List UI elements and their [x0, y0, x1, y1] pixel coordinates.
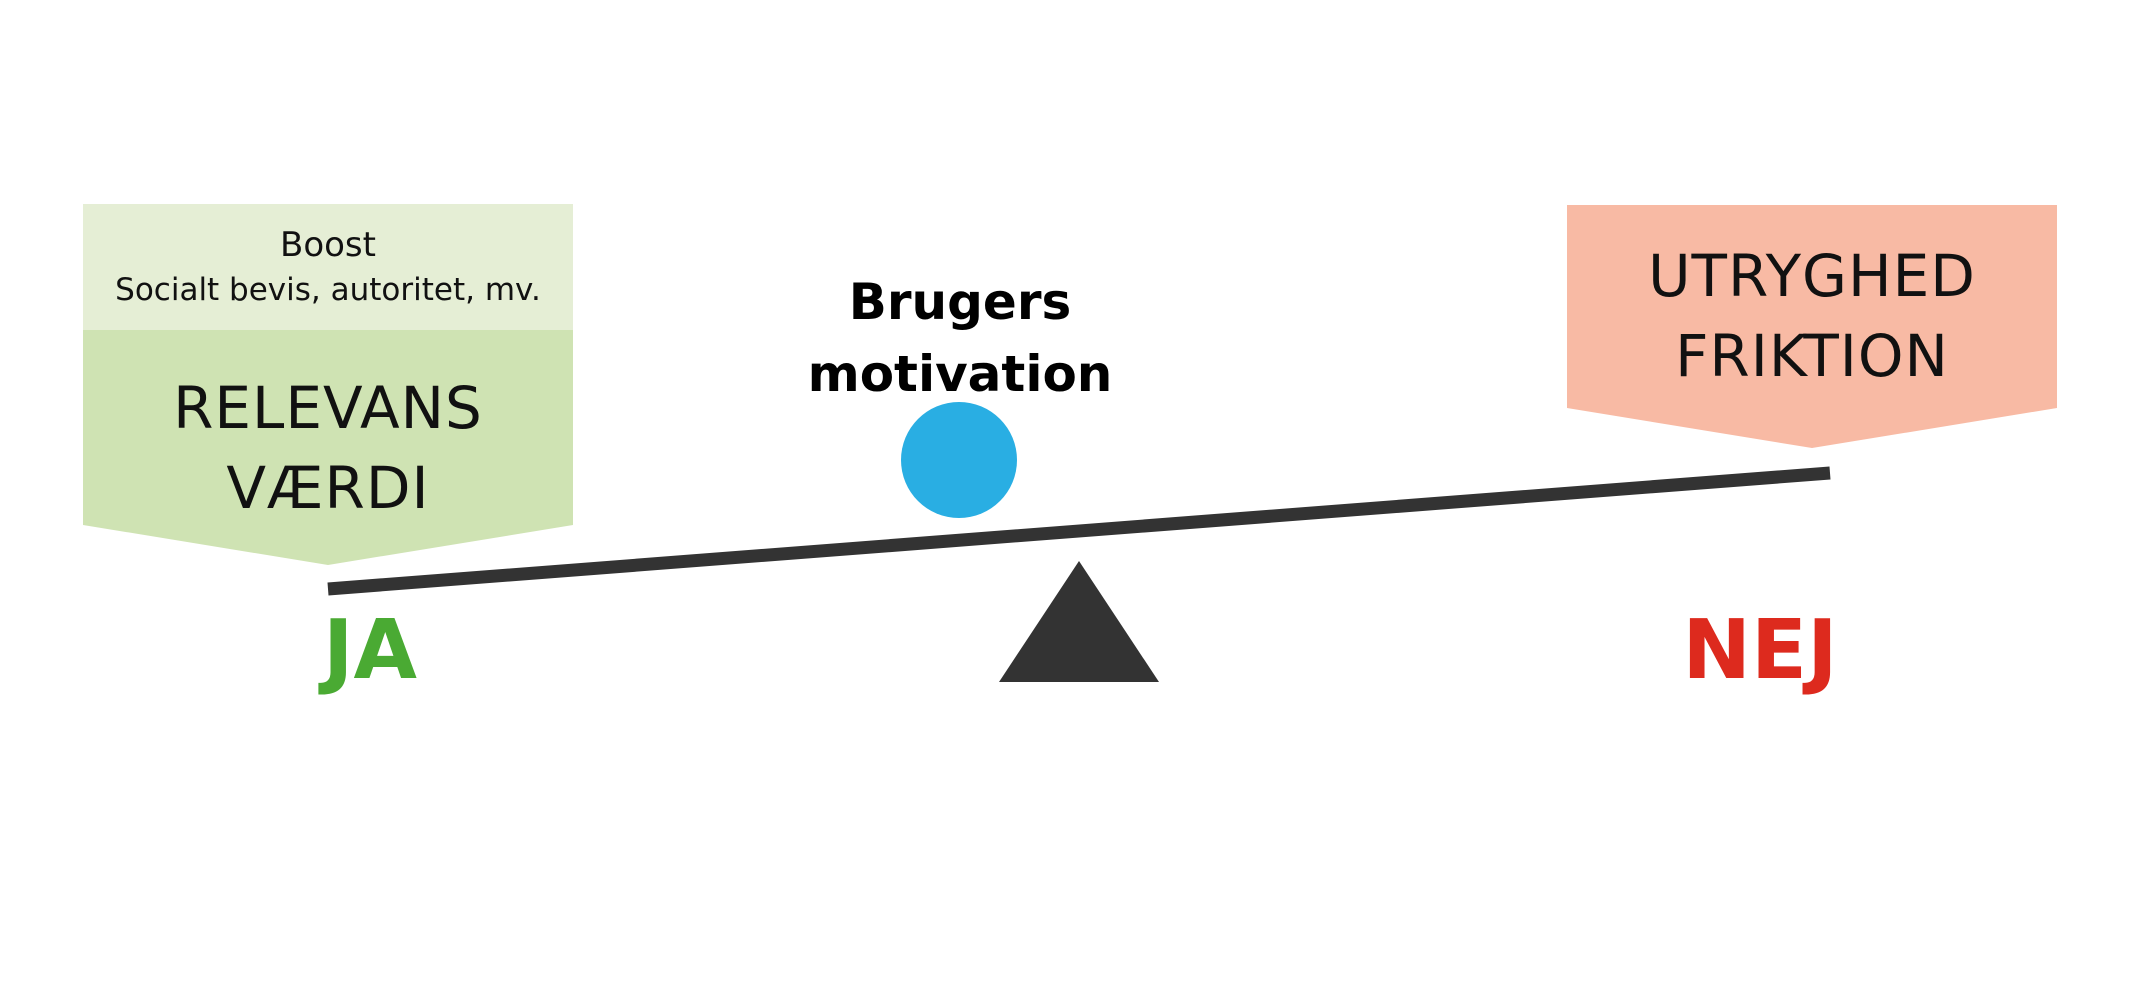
insecurity-label: UTRYGHED	[1648, 242, 1976, 310]
motivation-ball	[901, 402, 1017, 518]
no-label: NEJ	[1682, 603, 1838, 698]
right-box-label: UTRYGHED FRIKTION	[1567, 236, 2057, 396]
insecurity-friction-box	[1567, 205, 2057, 448]
left-box-label: RELEVANS VÆRDI	[83, 368, 573, 528]
balance-beam	[327, 466, 1831, 596]
boost-band	[83, 204, 573, 330]
boost-title: Boost	[280, 225, 376, 265]
boost-subtitle: Socialt bevis, autoritet, mv.	[115, 272, 541, 308]
yes-label: JA	[323, 603, 417, 698]
motivation-line-2: motivation	[807, 345, 1113, 403]
relevance-label: RELEVANS	[173, 374, 483, 442]
value-label: VÆRDI	[226, 454, 430, 522]
motivation-line-1: Brugers	[848, 273, 1072, 331]
fulcrum-triangle	[999, 561, 1159, 682]
relevance-value-box	[83, 330, 573, 565]
user-motivation-label: Brugers motivation	[760, 266, 1160, 410]
friction-label: FRIKTION	[1675, 322, 1949, 390]
